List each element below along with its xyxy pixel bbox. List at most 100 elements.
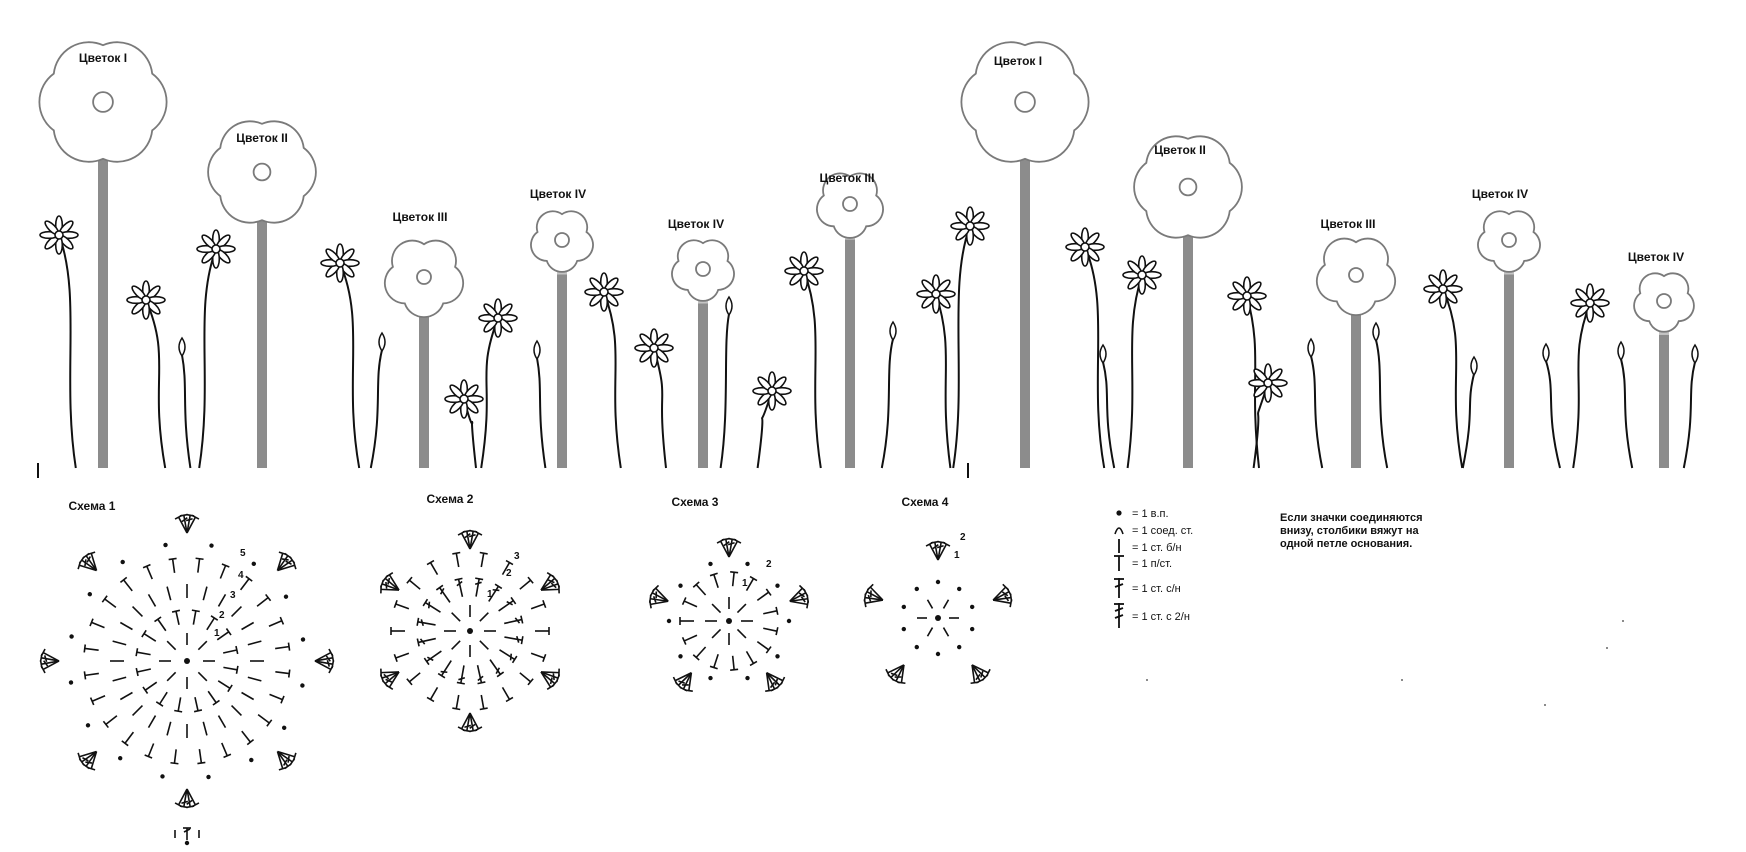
thick-stem xyxy=(1020,138,1030,469)
thick-stem xyxy=(698,285,708,468)
bud-stem xyxy=(1461,373,1475,469)
big-flowers xyxy=(38,41,1695,469)
double-crochet-icon xyxy=(1114,578,1124,598)
flower-center xyxy=(92,91,114,113)
daisy-13 xyxy=(1065,227,1105,267)
thin-stems xyxy=(58,225,1696,469)
daisy-18 xyxy=(1570,283,1610,323)
bud-stem xyxy=(1375,339,1389,469)
s3-round-1: 1 xyxy=(742,578,748,589)
daisy-stem xyxy=(145,299,167,469)
big-flower-4 xyxy=(530,210,594,468)
legend-item-slip: = 1 соед. ст. xyxy=(1114,525,1193,537)
daisy-14 xyxy=(1122,255,1162,295)
daisy-stem xyxy=(198,248,217,469)
s2-round-1: 1 xyxy=(487,589,493,600)
bud-stem xyxy=(1682,361,1696,469)
bud-12 xyxy=(1691,343,1699,365)
buds xyxy=(178,295,1699,377)
thick-stem xyxy=(98,138,108,469)
s1-round-5: 5 xyxy=(240,548,246,559)
flower-labels: Цветок I Цветок II Цветок III Цветок IV … xyxy=(79,51,1684,264)
label-flower-3b: Цветок III xyxy=(820,171,875,185)
big-flower-8 xyxy=(1133,135,1243,468)
big-flower-6 xyxy=(816,172,884,468)
scheme-diagram-2 xyxy=(379,529,561,733)
daisy-stem xyxy=(463,398,477,469)
daisy-6 xyxy=(478,298,518,338)
legend-item-chain: = 1 в.п. xyxy=(1116,508,1169,520)
daisy-stem xyxy=(1572,302,1591,469)
legend-text-sc: = 1 ст. б/н xyxy=(1132,542,1182,554)
daisy-4 xyxy=(320,243,360,283)
daisy-10 xyxy=(784,251,824,291)
s2-round-2: 2 xyxy=(506,568,512,579)
bud-1 xyxy=(178,336,186,358)
flower-center xyxy=(554,232,570,248)
bud-10 xyxy=(1542,342,1550,364)
label-flower-4d: Цветок IV xyxy=(1628,250,1684,264)
round-numbers: 1 2 3 4 5 1 2 3 1 2 1 2 xyxy=(214,532,966,639)
scheme-diagram-3 xyxy=(648,537,810,692)
s1-round-1: 1 xyxy=(214,628,220,639)
label-flower-4a: Цветок IV xyxy=(530,187,586,201)
center-dot xyxy=(184,658,190,664)
big-flower-5 xyxy=(671,239,735,468)
s3-round-2: 2 xyxy=(766,559,772,570)
legend-item-sc: = 1 ст. б/н xyxy=(1118,539,1182,554)
s1-round-4: 4 xyxy=(238,570,244,581)
scheme-labels: Схема 1 Схема 2 Схема 3 Схема 4 xyxy=(69,492,949,513)
daisy-stem xyxy=(1442,288,1464,469)
s2-round-3: 3 xyxy=(514,551,520,562)
flower-center xyxy=(1656,293,1672,309)
note-line-1: Если значки соединяются xyxy=(1280,512,1423,524)
bud-stem xyxy=(1620,358,1634,469)
label-flower-1b: Цветок I xyxy=(994,54,1042,68)
s4-round-2: 2 xyxy=(960,532,966,543)
legend-text-hdc: = 1 п/ст. xyxy=(1132,558,1172,570)
label-scheme-1: Схема 1 xyxy=(69,499,116,513)
legend-item-dc: = 1 ст. с/н xyxy=(1114,578,1181,598)
half-double-crochet-icon xyxy=(1114,555,1124,571)
label-flower-1a: Цветок I xyxy=(79,51,127,65)
thick-stem xyxy=(1351,295,1361,468)
bud-11 xyxy=(1617,340,1625,362)
daisy-8 xyxy=(634,328,674,368)
daisy-stem xyxy=(1252,382,1269,469)
thick-stem xyxy=(557,256,567,468)
daisy-5 xyxy=(444,379,484,419)
center-dot xyxy=(726,618,732,624)
legend-text-chain: = 1 в.п. xyxy=(1132,508,1169,520)
bud-9 xyxy=(1470,355,1478,377)
daisy-stem xyxy=(1126,274,1143,469)
legend-text-slip: = 1 соед. ст. xyxy=(1132,525,1193,537)
daisy-1 xyxy=(39,215,79,255)
s4-round-1: 1 xyxy=(954,550,960,561)
daisy-stem xyxy=(1084,246,1106,469)
bud-7 xyxy=(1307,337,1315,359)
daisy-12 xyxy=(950,206,990,246)
big-flower-11 xyxy=(1633,272,1695,468)
bud-stem xyxy=(536,357,547,469)
scheme-diagram-4 xyxy=(863,540,1013,685)
slip-stitch-arc-icon xyxy=(1114,527,1124,535)
big-flower-3 xyxy=(383,239,465,468)
bud-stem xyxy=(719,313,730,469)
label-scheme-2: Схема 2 xyxy=(427,492,474,506)
chain-dot-icon xyxy=(1116,510,1122,516)
bud-5 xyxy=(889,320,897,342)
daisy-stem xyxy=(58,234,77,469)
bud-stem xyxy=(181,354,192,469)
flower-center xyxy=(252,162,272,182)
center-dot xyxy=(935,615,941,621)
daisy-stem xyxy=(603,291,622,469)
label-flower-3a: Цветок III xyxy=(393,210,448,224)
center-dot xyxy=(467,628,473,634)
label-scheme-4: Схема 4 xyxy=(902,495,949,509)
daisy-2 xyxy=(126,280,166,320)
daisy-3 xyxy=(196,229,236,269)
flower-center xyxy=(695,261,711,277)
bud-stem xyxy=(369,349,383,469)
s1-round-3: 3 xyxy=(230,590,236,601)
